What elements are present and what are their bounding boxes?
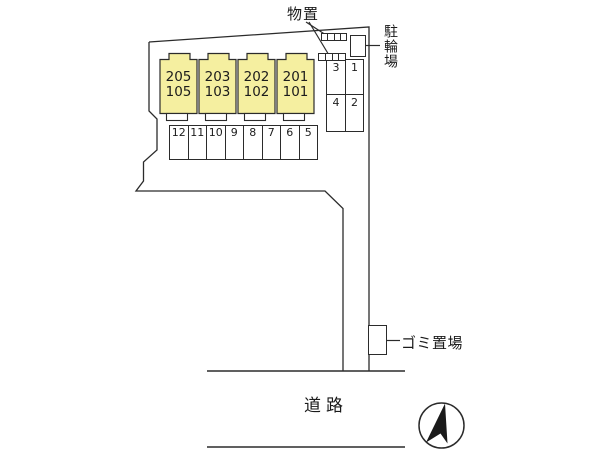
unit-lower-number: 105 <box>165 83 192 100</box>
grid-space-number: 1 <box>351 61 358 74</box>
storage-strip-lower <box>318 53 346 61</box>
unit-upper-number: 203 <box>204 69 231 85</box>
compass-icon <box>418 402 465 449</box>
unit-upper-number: 201 <box>282 69 309 85</box>
grid-space-1: 1 <box>345 60 363 94</box>
parking-space-number: 7 <box>267 126 275 139</box>
storage-leader-line-1 <box>305 21 327 36</box>
entrance-tab <box>165 112 189 122</box>
grid-space-number: 4 <box>332 96 340 109</box>
bicycle-parking-box <box>350 35 366 57</box>
site-boundary-left <box>134 42 344 371</box>
unit-label-203-103: 203 103 <box>199 70 236 99</box>
garbage-label: ゴミ置場 <box>401 334 464 352</box>
road-label: 道路 <box>304 396 348 416</box>
unit-upper-number: 205 <box>165 69 192 85</box>
parking-space-number: 9 <box>230 126 238 139</box>
unit-label-201-101: 201 101 <box>277 70 314 99</box>
parking-space-number: 5 <box>304 126 312 139</box>
parking-space-10: 10 <box>206 126 225 159</box>
grid-space-3: 3 <box>327 60 345 94</box>
unit-label-202-102: 202 102 <box>238 70 275 99</box>
entrance-tab <box>204 112 228 122</box>
parking-space-9: 9 <box>224 126 244 159</box>
compass-needle <box>426 403 448 444</box>
parking-space-7: 7 <box>261 126 281 159</box>
parking-space-6: 6 <box>280 126 299 159</box>
entrance-tab <box>282 112 306 122</box>
parking-space-5: 5 <box>298 126 318 159</box>
parking-space-number: 6 <box>286 126 294 139</box>
site-boundary-right <box>148 26 370 371</box>
storage-label: 物置 <box>287 5 320 23</box>
side-parking-grid: 3 1 4 2 <box>326 59 364 132</box>
unit-upper-number: 202 <box>243 69 270 85</box>
bicycle-parking-label: 駐輪場 <box>382 24 398 69</box>
parking-space-number: 12 <box>171 126 186 139</box>
grid-space-number: 3 <box>332 61 340 74</box>
storage-leader-line-2 <box>308 21 329 54</box>
garbage-box <box>368 325 387 355</box>
unit-lower-number: 102 <box>243 83 270 100</box>
parking-space-12: 12 <box>170 126 188 159</box>
grid-space-4: 4 <box>327 94 345 131</box>
unit-lower-number: 103 <box>204 83 231 100</box>
parking-space-number: 10 <box>208 126 223 139</box>
grid-space-number: 2 <box>351 96 358 109</box>
unit-lower-number: 101 <box>282 83 309 100</box>
parking-space-11: 11 <box>187 126 207 159</box>
entrance-tab <box>243 112 267 122</box>
storage-strip-upper <box>321 33 347 41</box>
parking-space-number: 8 <box>249 126 257 139</box>
parking-space-8: 8 <box>243 126 262 159</box>
parking-space-number: 11 <box>190 126 205 139</box>
grid-space-2: 2 <box>345 94 363 131</box>
unit-label-205-105: 205 105 <box>160 70 197 99</box>
parking-row: 12 11 10 9 8 7 6 5 <box>169 125 318 160</box>
